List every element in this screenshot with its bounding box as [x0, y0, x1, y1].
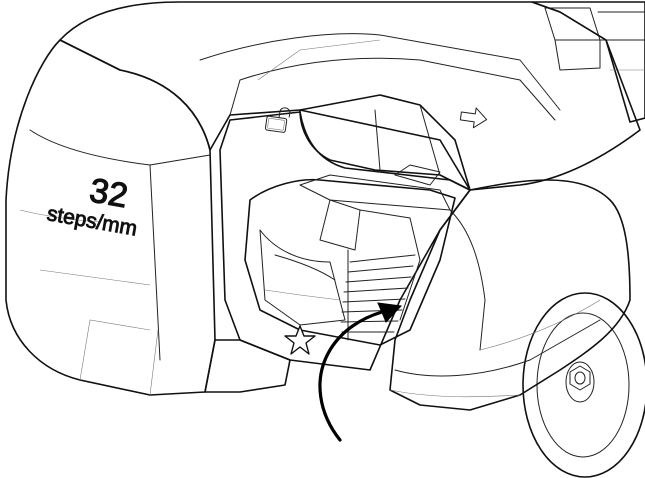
- right-arrow-icon: [459, 107, 488, 129]
- gear-cavity: [219, 111, 471, 371]
- curved-arrow-icon: [318, 302, 403, 442]
- engraving-number: 32: [87, 171, 131, 215]
- housing-right-body: [389, 179, 631, 411]
- gear-teeth: [340, 249, 416, 341]
- housing-recess: [299, 94, 471, 191]
- star-marker-icon: [284, 325, 316, 355]
- top-right-bracket: [531, 1, 645, 123]
- unlock-padlock-icon: [264, 107, 291, 133]
- idler-wheel: [522, 292, 645, 478]
- housing-top-shell: [59, 1, 641, 191]
- housing-lower-lip: [204, 339, 291, 393]
- steps-per-mm-engraving: 32 steps/mm: [45, 171, 140, 241]
- drive-gear-assembly: [244, 164, 456, 346]
